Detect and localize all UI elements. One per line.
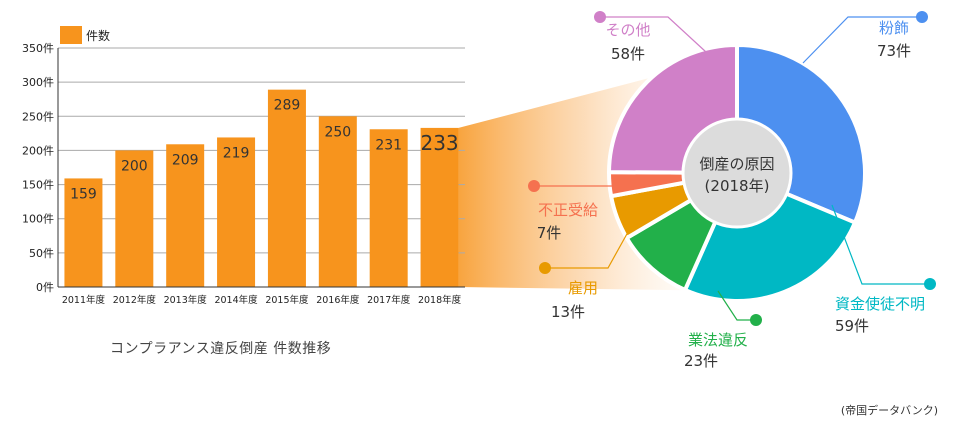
callout-dot — [916, 11, 928, 23]
bar-chart-title: コンプラアンス違反倒産 件数推移 — [110, 341, 332, 357]
bar — [420, 127, 459, 287]
pie-center-subtitle: (2018年) — [705, 177, 770, 195]
y-tick-label: 200件 — [22, 144, 54, 157]
x-tick-label: 2013年度 — [164, 294, 208, 306]
bar-value-label: 200 — [121, 158, 148, 174]
slice-name-label: 雇用 — [568, 279, 598, 297]
slice-callout: 雇用 13件 — [539, 231, 629, 321]
pie-center-disc — [681, 117, 793, 229]
y-tick-label: 0件 — [36, 281, 54, 294]
bar — [267, 89, 306, 287]
x-tick-label: 2014年度 — [214, 294, 258, 306]
x-tick-label: 2011年度 — [62, 294, 106, 306]
x-tick-label: 2016年度 — [316, 294, 360, 306]
slice-value-label: 73件 — [877, 42, 911, 60]
x-tick-label: 2017年度 — [367, 294, 411, 306]
bar-value-label: 159 — [70, 186, 97, 202]
slice-name-label: 粉飾 — [879, 19, 909, 37]
slice-value-label: 13件 — [551, 303, 585, 321]
legend-swatch — [60, 26, 82, 44]
bar — [64, 178, 103, 287]
slice-value-label: 7件 — [537, 224, 562, 242]
pie-center-title: 倒産の原因 — [699, 155, 774, 173]
x-tick-label: 2018年度 — [418, 294, 462, 306]
y-tick-label: 250件 — [22, 110, 54, 123]
callout-dot — [528, 180, 540, 192]
bar-value-label: 289 — [274, 98, 301, 114]
callout-line — [831, 204, 930, 285]
callout-line — [600, 16, 707, 53]
x-tick-label: 2015年度 — [265, 294, 309, 306]
slice-value-label: 59件 — [835, 317, 869, 335]
bar-value-label: 219 — [223, 145, 250, 161]
callout-dot — [750, 314, 762, 326]
legend: 件数 — [60, 26, 110, 44]
slice-callout: その他 58件 — [594, 11, 707, 63]
bar-chart: 件数 0件 50件 100件 150件 200件 250件 300件 350件 159 2011年度… — [22, 26, 465, 306]
bar-value-label: 209 — [172, 152, 199, 168]
y-tick-label: 150件 — [22, 179, 54, 192]
bar — [369, 129, 408, 287]
y-tick-label: 100件 — [22, 213, 54, 226]
y-tick-label: 350件 — [22, 42, 54, 55]
source-note: (帝国データバンク) — [840, 404, 938, 417]
callout-line — [545, 231, 629, 269]
slice-value-label: 58件 — [611, 45, 645, 63]
slice-callout: 不正受給 7件 — [528, 180, 614, 242]
bar — [318, 116, 357, 288]
bar-value-label: 233 — [420, 131, 458, 155]
callout-line — [717, 290, 756, 321]
bar — [217, 137, 256, 287]
slice-callout: 業法違反 23件 — [684, 290, 762, 370]
legend-label: 件数 — [86, 28, 110, 43]
slice-name-label: 業法違反 — [688, 331, 748, 349]
slice-name-label: 不正受給 — [538, 201, 598, 219]
x-tick-label: 2012年度 — [113, 294, 157, 306]
bar-value-label: 231 — [375, 137, 402, 153]
callout-dot — [924, 278, 936, 290]
slice-name-label: その他 — [605, 21, 650, 39]
bar — [166, 144, 205, 287]
slice-callout: 粉飾 73件 — [802, 11, 928, 64]
callout-line — [802, 16, 922, 64]
y-tick-label: 300件 — [22, 76, 54, 89]
slice-value-label: 23件 — [684, 352, 718, 370]
callout-dot — [594, 11, 606, 23]
y-tick-label: 50件 — [29, 247, 54, 260]
callout-dot — [539, 262, 551, 274]
slice-name-label: 資金使徒不明 — [835, 295, 925, 313]
bar-value-label: 250 — [324, 124, 351, 140]
slice-callout: 資金使徒不明 59件 — [831, 204, 936, 335]
bar — [115, 150, 154, 287]
